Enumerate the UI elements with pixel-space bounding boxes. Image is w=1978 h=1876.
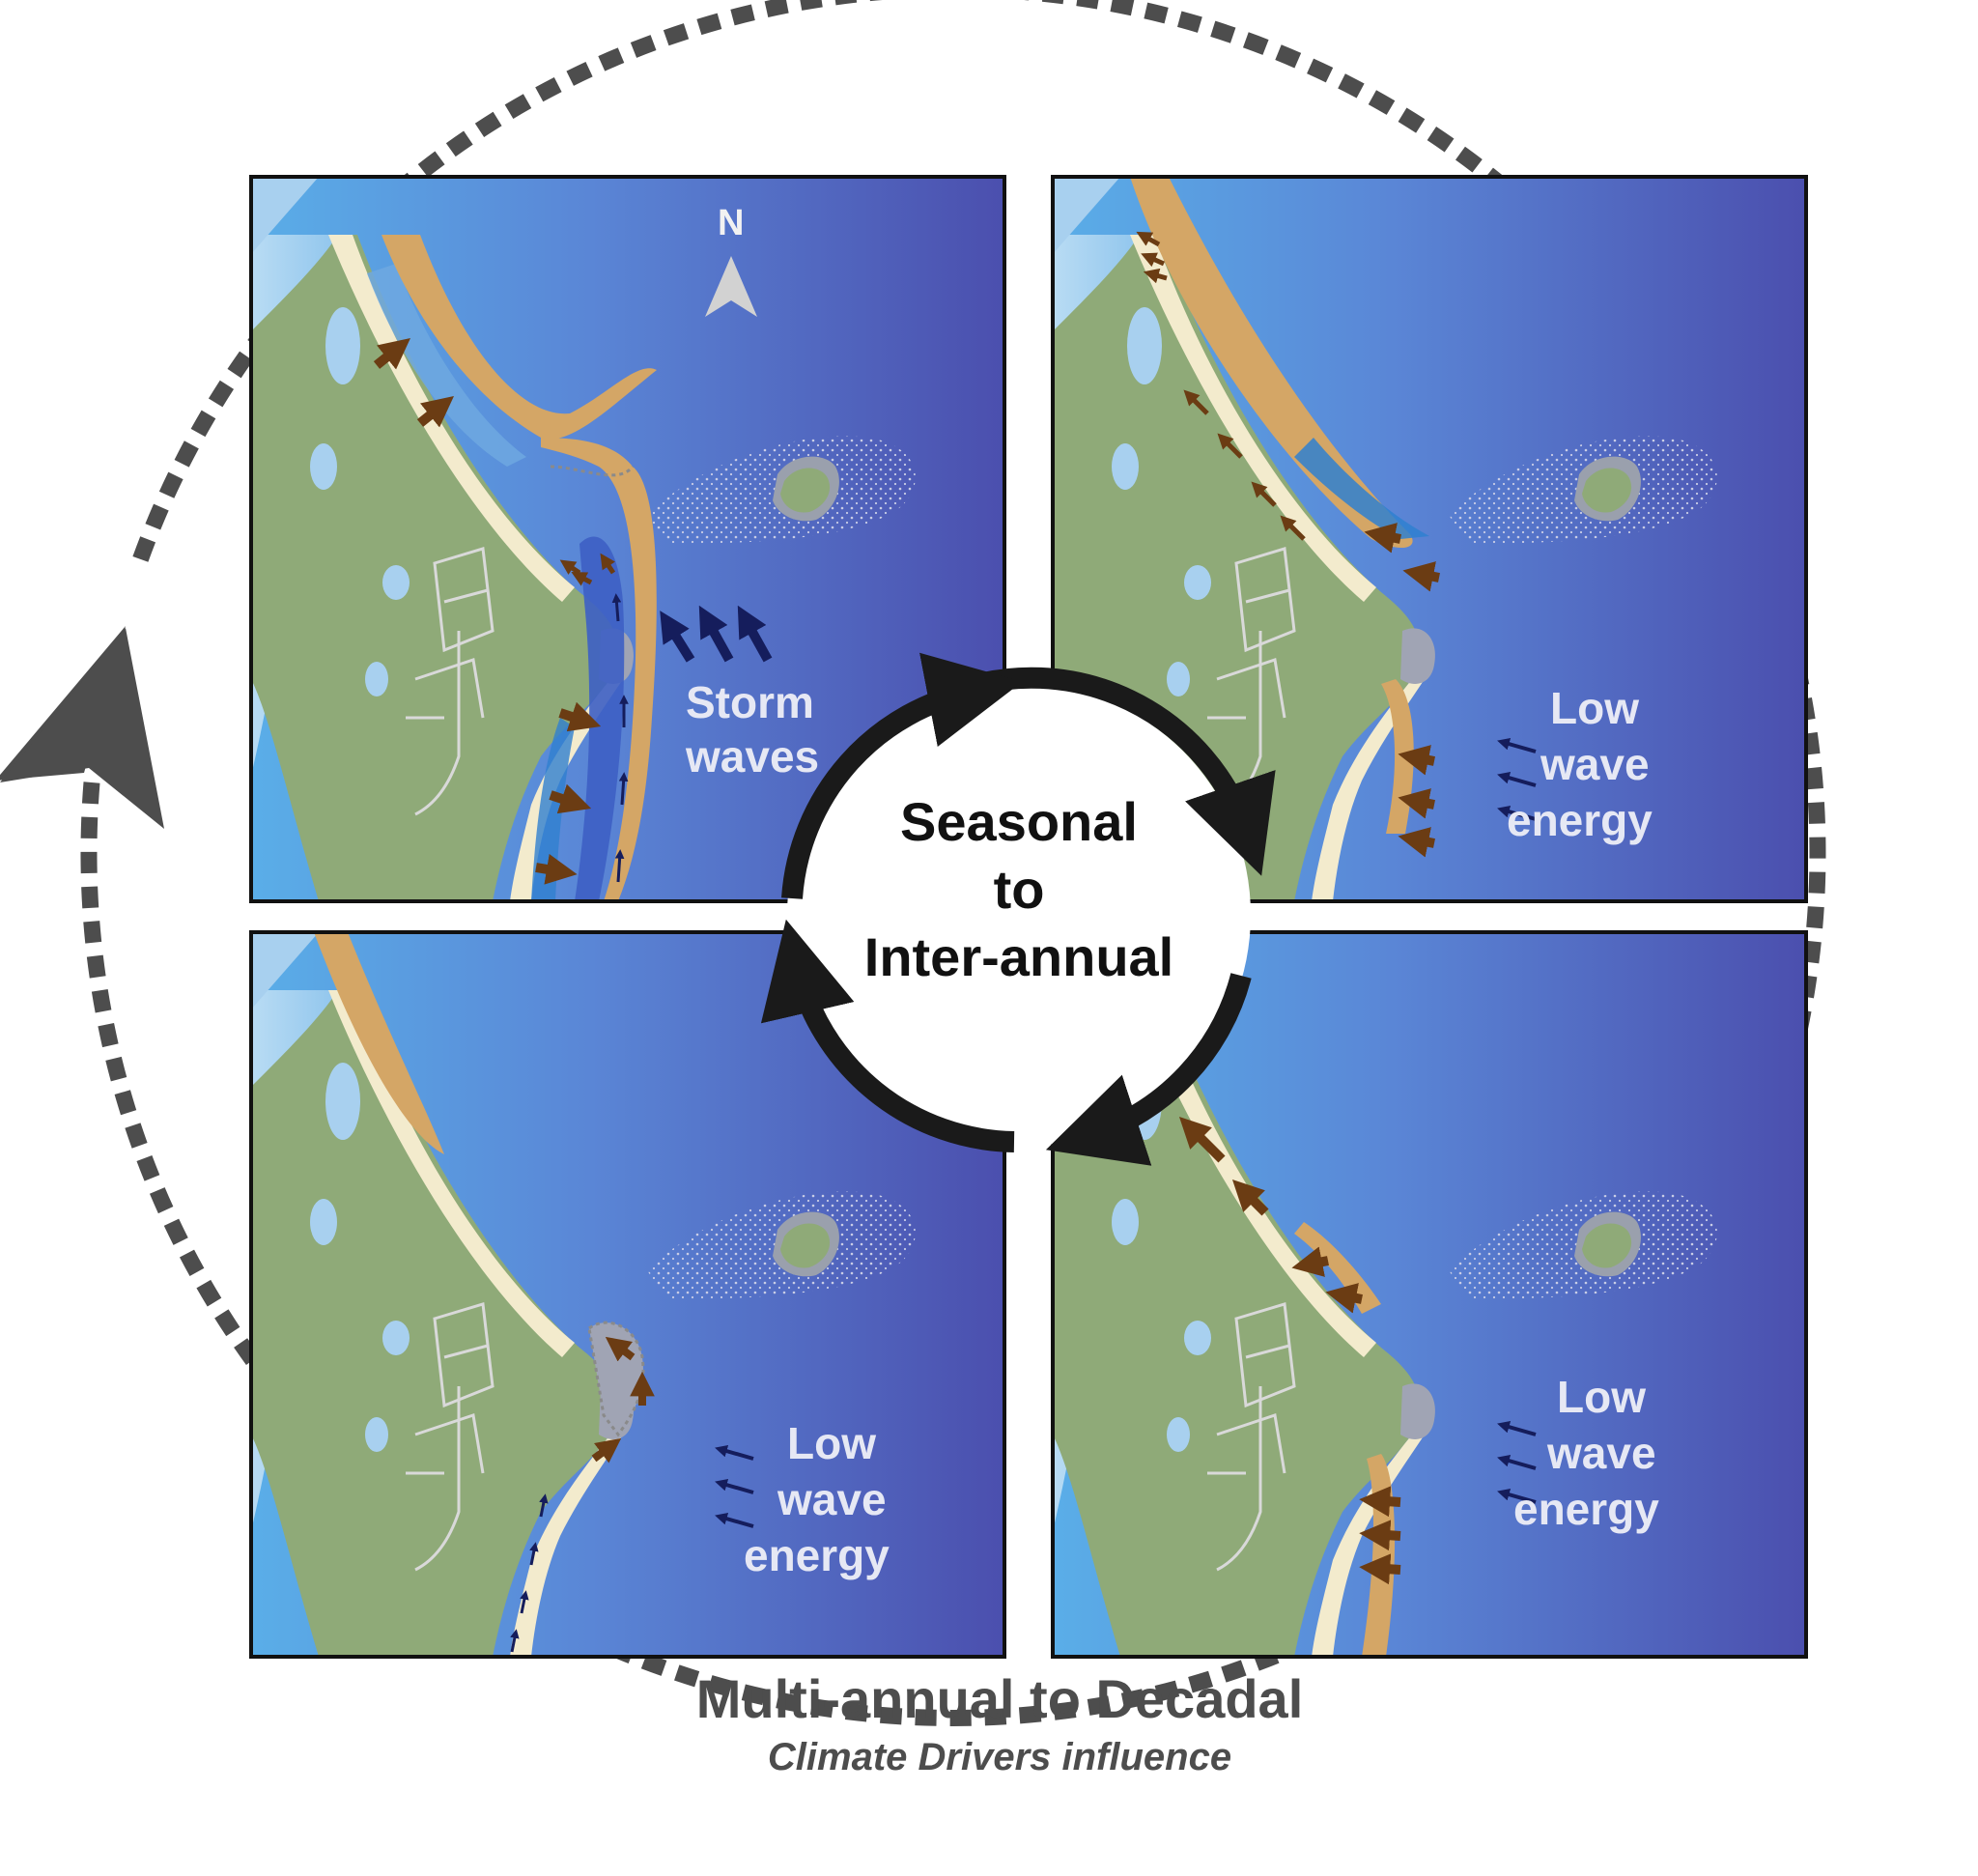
panel-top-right: Low wave energy: [1051, 175, 1808, 903]
panel-bottom-left-label-line3: energy: [744, 1530, 890, 1580]
center-label-line1: Seasonal: [900, 791, 1138, 852]
panel-bottom-right-label-line3: energy: [1513, 1484, 1659, 1534]
panel-top-right-label-line2: wave: [1540, 739, 1650, 789]
panel-top-right-label-line3: energy: [1507, 795, 1653, 845]
center-label-line2: to: [994, 859, 1045, 920]
panel-bottom-left-label-line1: Low: [787, 1418, 876, 1468]
panel-top-left-label-line2: waves: [685, 731, 819, 782]
panel-bottom-left-label-line2: wave: [777, 1474, 887, 1524]
footer-title: Multi-annual to Decadal: [696, 1668, 1304, 1729]
outer-cycle-arrowhead-icon: [0, 628, 164, 829]
panel-top-right-label-line1: Low: [1550, 683, 1639, 733]
panel-bottom-left: Low wave energy: [249, 930, 1006, 1659]
center-cycle-ring: [760, 652, 1276, 1166]
panel-top-left-label-line1: Storm: [686, 677, 814, 727]
footer-subtitle: Climate Drivers influence: [768, 1736, 1231, 1778]
panel-top-left: N Storm waves: [249, 175, 1006, 903]
panel-bottom-right-label-line2: wave: [1546, 1428, 1656, 1478]
panel-bottom-right: Low wave energy: [1051, 930, 1808, 1659]
center-label-line3: Inter-annual: [864, 926, 1173, 987]
outer-cycle-arrow-icon: [0, 626, 126, 781]
panel-bottom-right-label-line1: Low: [1557, 1372, 1646, 1422]
north-arrow-icon: N: [705, 203, 757, 317]
north-label: N: [718, 203, 744, 243]
center-disc: [787, 683, 1251, 1147]
panel-frames: [249, 175, 1808, 1659]
